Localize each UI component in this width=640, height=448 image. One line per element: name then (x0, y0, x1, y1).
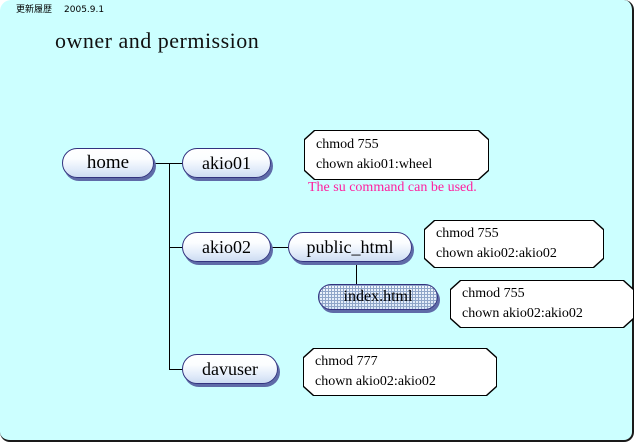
tree-node-akio02-label: akio02 (202, 236, 251, 257)
connector-trunk-to-akio02 (169, 247, 184, 248)
callout-public-html-body: chmod 755 chown akio02:akio02 (425, 221, 603, 267)
tree-node-akio02[interactable]: akio02 (182, 232, 271, 262)
tree-node-index-html-label: index.html (343, 288, 413, 305)
connector-akio02-to-public-html (272, 247, 289, 248)
callout-davuser-line2: chown akio02:akio02 (315, 374, 436, 389)
tree-node-akio01[interactable]: akio01 (182, 148, 271, 178)
callout-davuser-line1: chmod 777 (315, 353, 378, 369)
page-title: owner and permission (55, 28, 260, 53)
connector-public-html-to-index (356, 262, 357, 286)
tree-node-akio01-label: akio01 (202, 152, 251, 173)
callout-index-html: chmod 755 chown akio02:akio02 (450, 280, 634, 328)
callout-akio01-line2: chown akio01:wheel (316, 157, 433, 172)
callout-akio01-body: chmod 755 chown akio01:wheel (305, 131, 488, 179)
tree-node-home-label: home (86, 152, 130, 173)
callout-public-html-line1: chmod 755 (436, 225, 499, 241)
callout-davuser-body: chmod 777 chown akio02:akio02 (304, 349, 496, 395)
tree-node-davuser[interactable]: davuser (182, 354, 278, 384)
callout-index-html-body: chmod 755 chown akio02:akio02 (451, 281, 633, 327)
tree-node-public-html-label: public_html (306, 236, 394, 257)
header-date: 2005.9.1 (64, 5, 105, 15)
callout-index-html-line2: chown akio02:akio02 (462, 306, 583, 321)
slide-header: 更新履歴 2005.9.1 (16, 2, 104, 15)
callout-davuser: chmod 777 chown akio02:akio02 (303, 348, 497, 396)
tree-node-home[interactable]: home (62, 148, 154, 178)
tree-node-public-html[interactable]: public_html (288, 232, 412, 262)
callout-index-html-line1: chmod 755 (462, 285, 525, 301)
callout-public-html-line2: chown akio02:akio02 (436, 246, 557, 261)
connector-home-to-trunk (152, 163, 170, 164)
su-command-note: The su command can be used. (308, 180, 477, 195)
tree-node-davuser-label: davuser (202, 358, 258, 379)
connector-trunk (169, 163, 170, 369)
callout-akio01: chmod 755 chown akio01:wheel (304, 130, 489, 180)
connector-trunk-to-akio01 (169, 163, 184, 164)
callout-public-html: chmod 755 chown akio02:akio02 (424, 220, 604, 268)
header-label: 更新履歴 (16, 5, 53, 15)
slide-panel: 更新履歴 2005.9.1 owner and permission home a… (0, 0, 634, 442)
callout-akio01-line1: chmod 755 (316, 136, 379, 152)
tree-node-index-html[interactable]: index.html (318, 284, 438, 310)
connector-trunk-to-davuser (169, 369, 184, 370)
